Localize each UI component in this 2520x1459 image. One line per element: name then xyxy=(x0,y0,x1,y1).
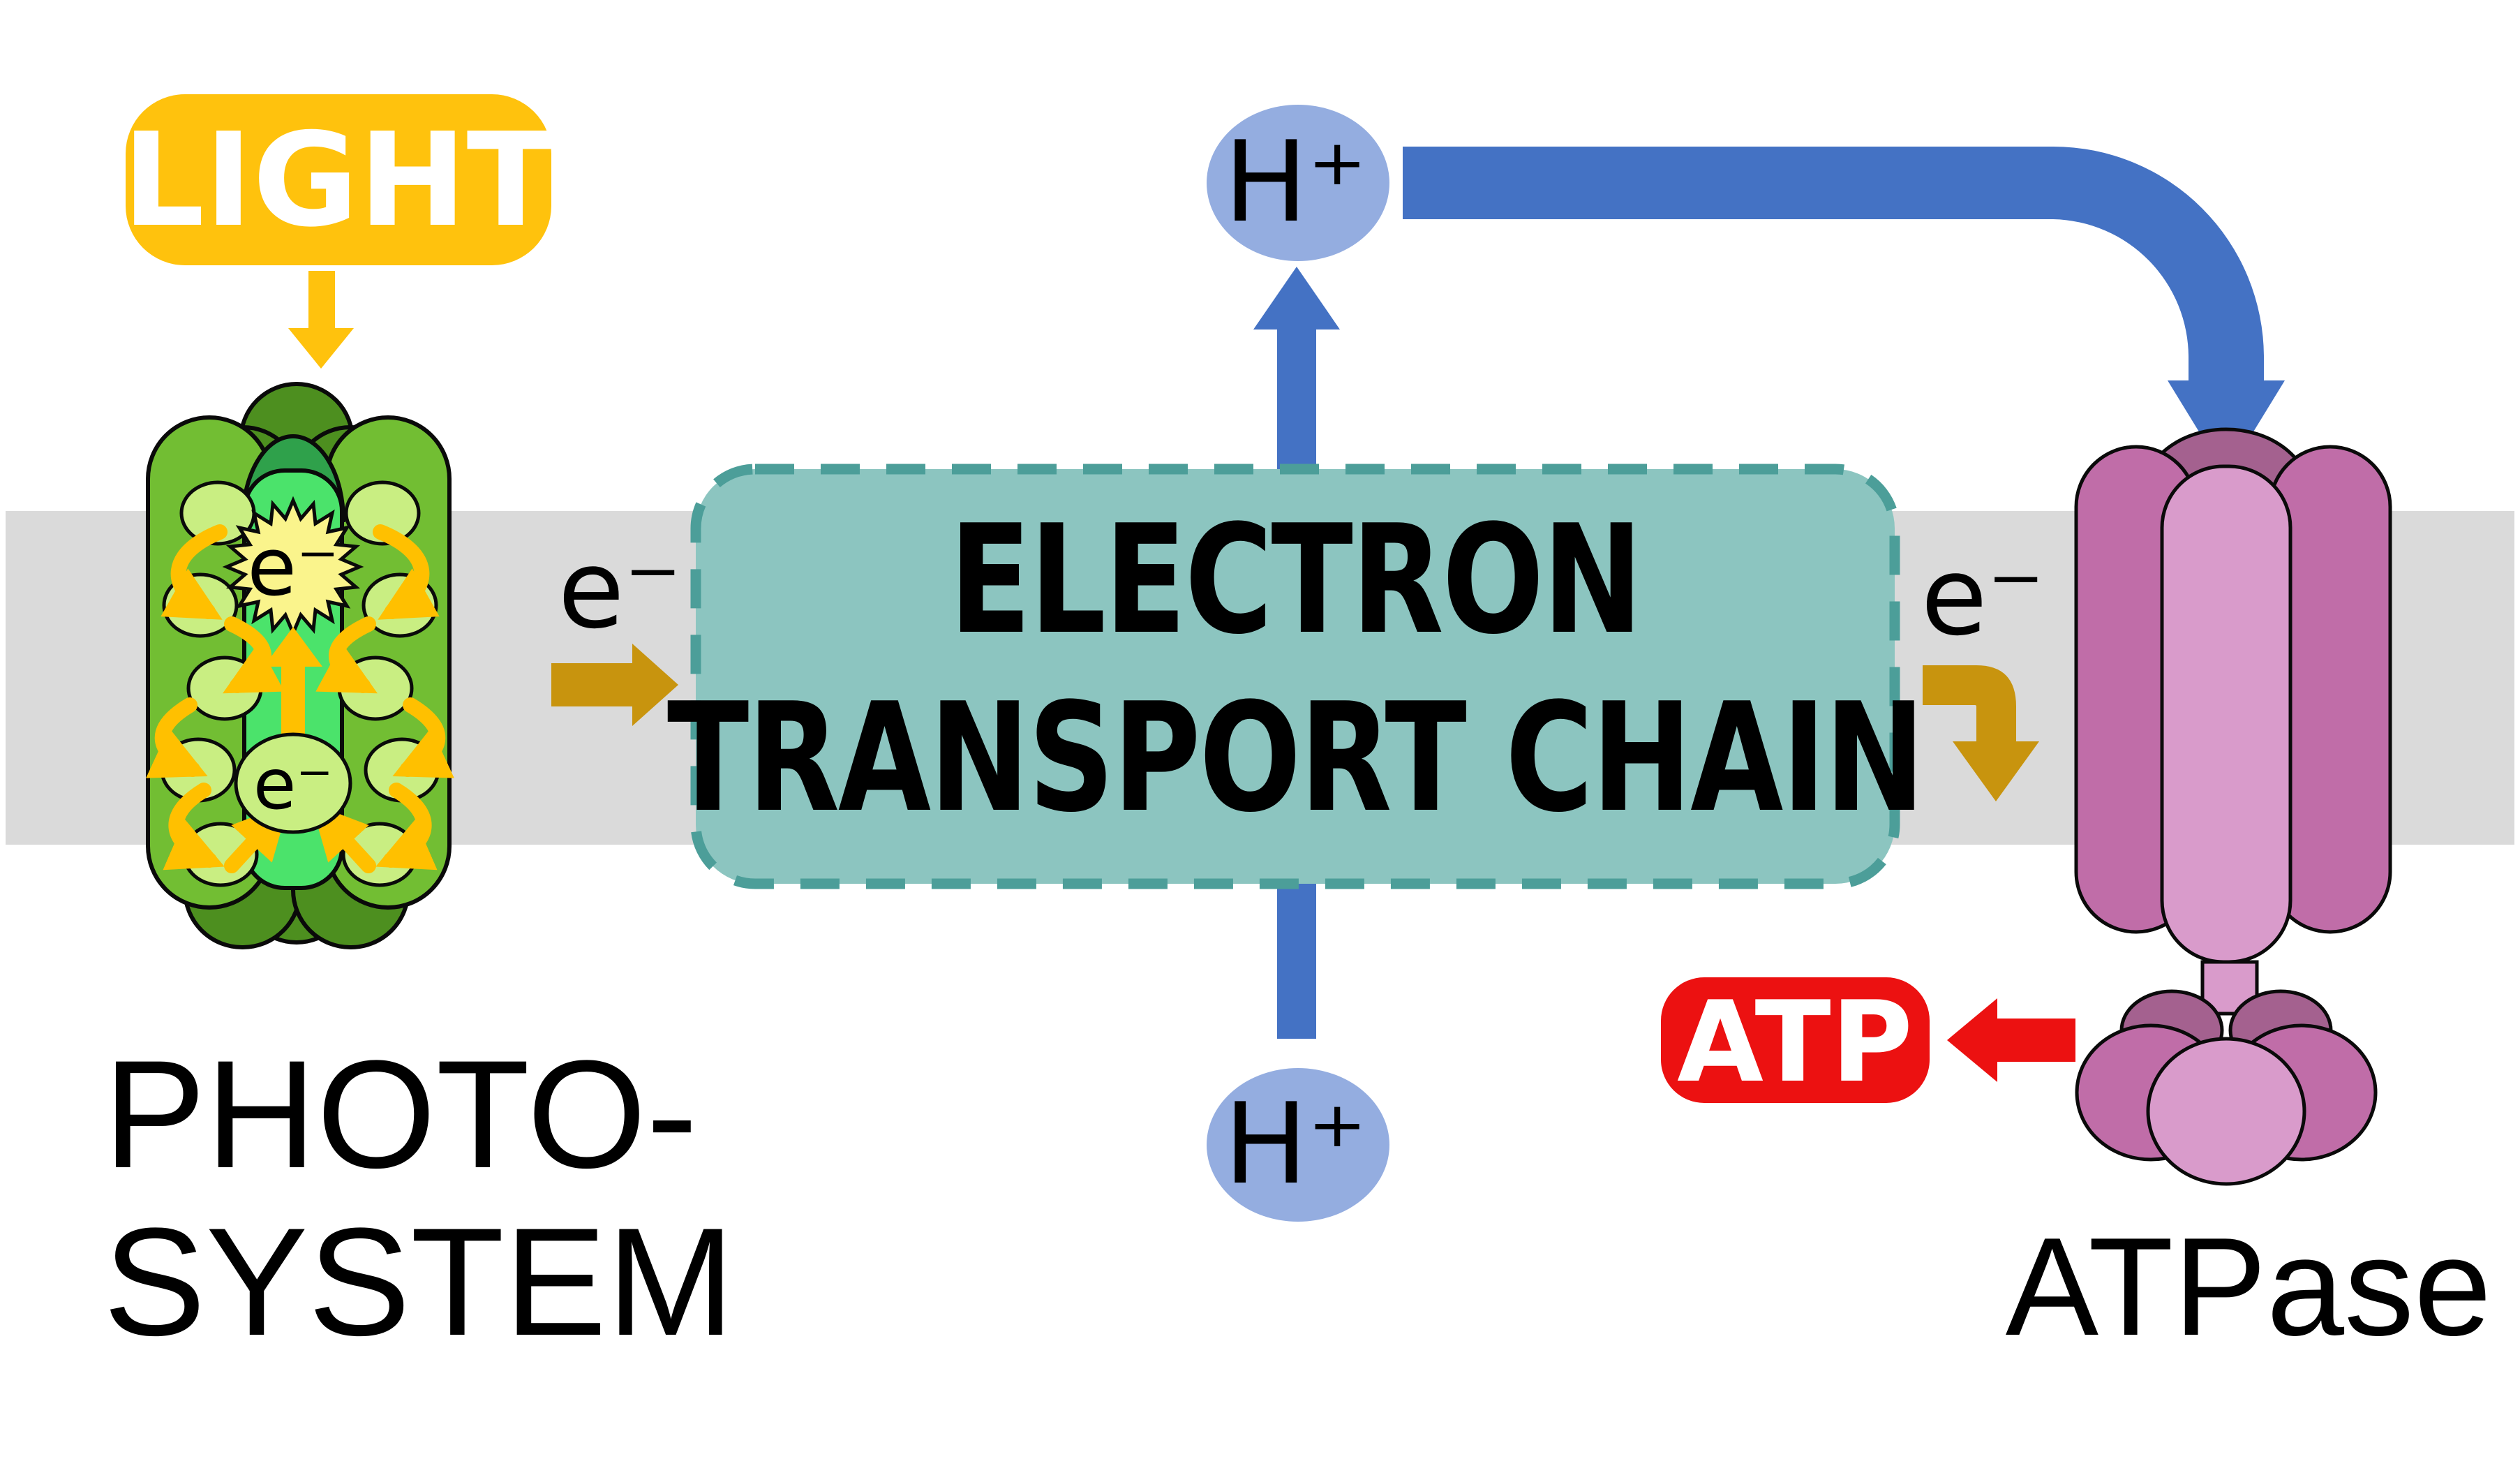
electron-arrow-left-shaft xyxy=(551,663,634,706)
energy-arc xyxy=(373,524,440,620)
electron-label-left: e⁻ xyxy=(558,526,681,653)
electron-arrow-left-head-icon xyxy=(632,644,678,726)
light-arrow-shaft xyxy=(308,271,335,331)
photosystem-label-line2: SYSTEM xyxy=(103,1196,735,1368)
pigment-circle xyxy=(186,656,263,721)
energy-transfer-arrows xyxy=(146,524,454,873)
electron-label-right: e⁻ xyxy=(1921,533,2044,660)
light-badge-rect xyxy=(126,94,551,265)
atp-badge: ATP xyxy=(1661,977,2075,1107)
etc-box-border xyxy=(690,464,1900,889)
atp-arrow-shaft xyxy=(1997,1019,2075,1062)
atpase-complex xyxy=(2074,427,2392,1186)
photosystem: e⁻ e⁻ xyxy=(146,382,454,949)
atp-label: ATP xyxy=(1677,977,1913,1107)
excitation-arrow xyxy=(264,627,322,743)
energy-arc xyxy=(315,616,378,694)
electron-arrow-right xyxy=(1923,665,2039,801)
proton-top: H⁺ xyxy=(1207,105,1389,261)
atpase-head-center-lobe xyxy=(2146,1037,2306,1186)
proton-bottom: H⁺ xyxy=(1207,1068,1389,1222)
etc-box: ELECTRON TRANSPORT CHAIN xyxy=(667,464,1925,889)
pigment-circle xyxy=(344,480,421,546)
energy-arc xyxy=(392,697,454,778)
light-badge: LIGHT xyxy=(122,94,555,369)
energy-arc xyxy=(163,783,225,871)
proton-up-arrowhead-icon xyxy=(1253,267,1340,329)
atpase-center-pill xyxy=(2160,464,2292,964)
proton-bottom-label: H⁺ xyxy=(1224,1079,1367,1209)
light-label: LIGHT xyxy=(122,105,555,255)
etc-box-rect xyxy=(696,469,1895,884)
proton-return-pipe xyxy=(1403,147,2285,476)
proton-bottom-circle xyxy=(1207,1068,1389,1222)
pigment-circle xyxy=(337,656,414,721)
proton-top-circle xyxy=(1207,105,1389,261)
etc-label-line1: ELECTRON xyxy=(949,492,1641,667)
atpase-label: ATPase xyxy=(2006,1209,2492,1365)
excitation-arrow-shaft xyxy=(281,665,305,743)
starburst-icon xyxy=(222,496,364,638)
photosystem-label-line1: PHOTO- xyxy=(103,1028,698,1200)
excitation-arrowhead-icon xyxy=(264,627,322,667)
proton-top-label: H⁺ xyxy=(1224,117,1367,247)
energy-arc xyxy=(161,524,228,620)
atp-arrowhead-icon xyxy=(1947,998,1997,1082)
ground-electron-label: e⁻ xyxy=(253,743,333,825)
proton-return-pipe-path xyxy=(1403,147,2264,385)
electron-arrow-left xyxy=(551,644,678,726)
electron-arrow-right-head-icon xyxy=(1953,741,2039,801)
etc-label-line2: TRANSPORT CHAIN xyxy=(667,670,1923,845)
energy-arc xyxy=(223,616,285,694)
atp-badge-rect xyxy=(1661,977,1930,1103)
excited-electron-label: e⁻ xyxy=(247,521,338,614)
excited-electron-starburst xyxy=(222,496,364,638)
light-arrowhead-icon xyxy=(288,328,354,369)
energy-arc xyxy=(146,697,208,778)
energy-arc xyxy=(375,783,438,871)
electron-arrow-right-elbow xyxy=(1923,665,2016,746)
energy-arrow-to-center xyxy=(311,803,376,873)
ground-electron-ellipse xyxy=(234,732,352,834)
